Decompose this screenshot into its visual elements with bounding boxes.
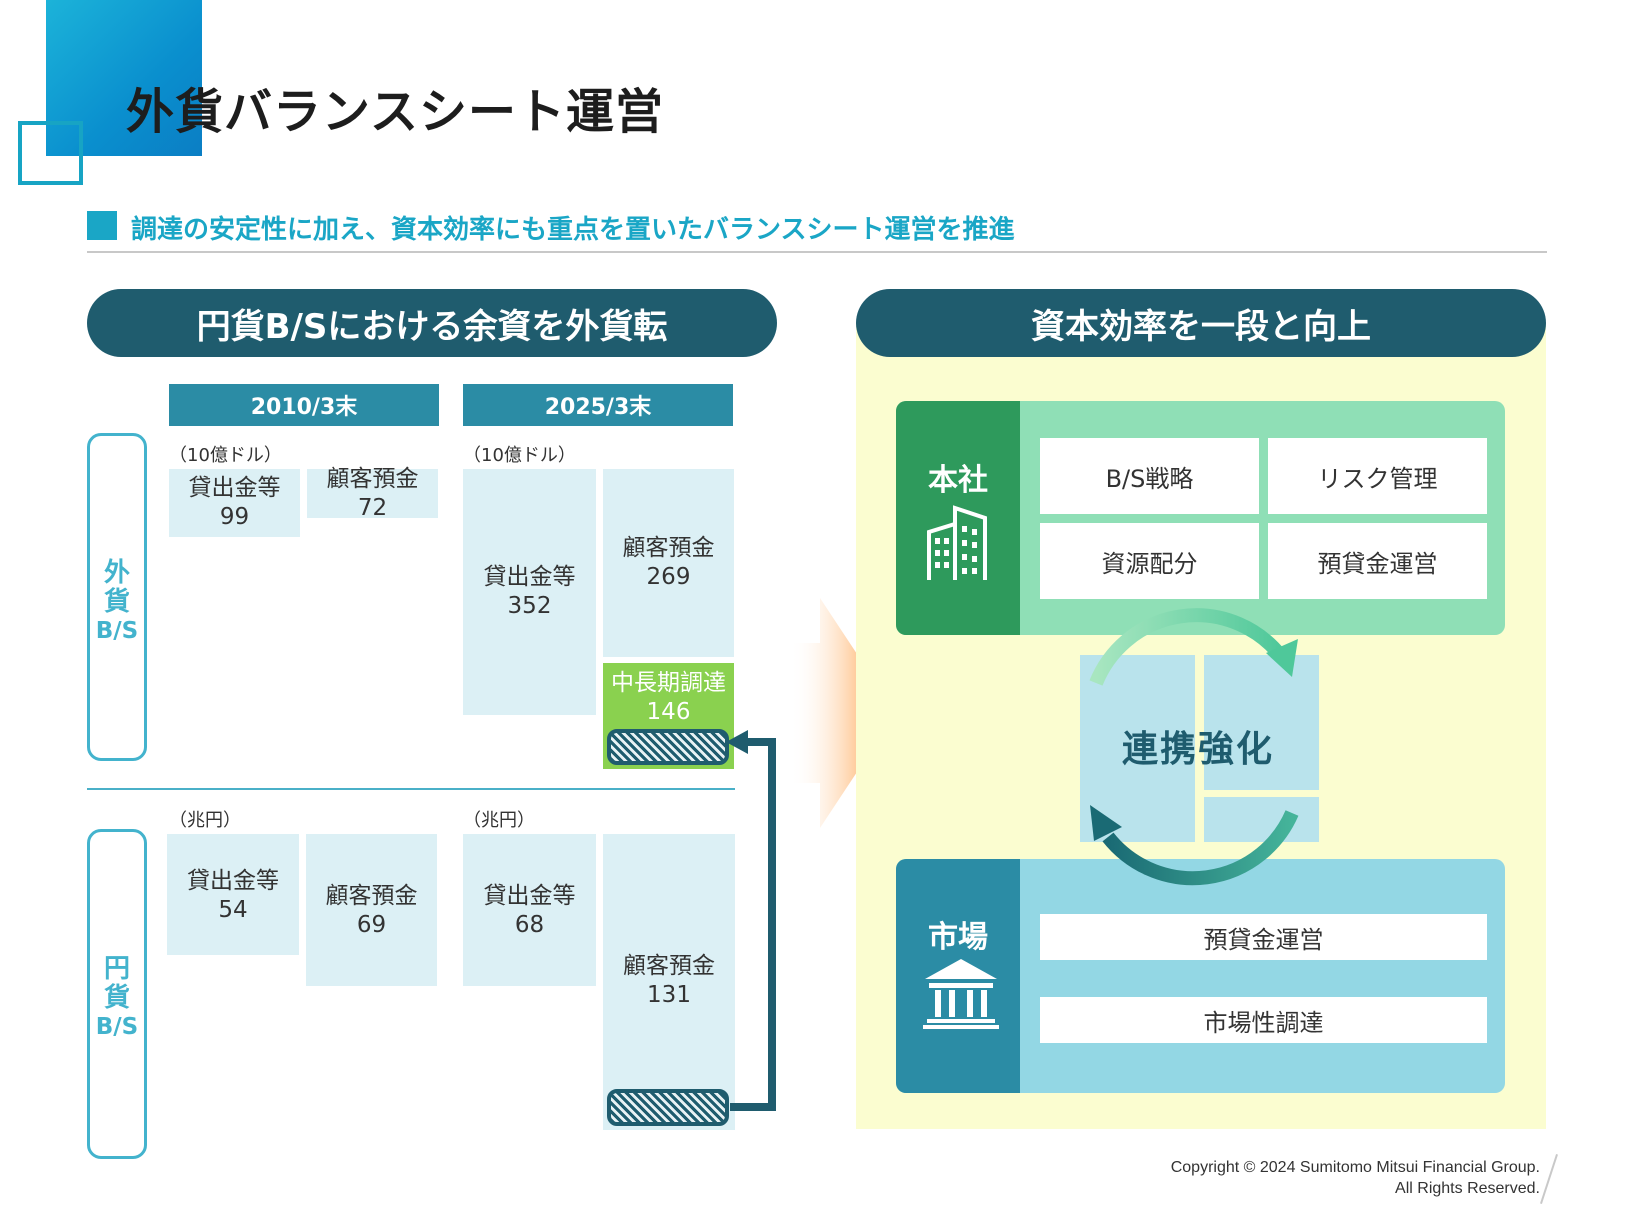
- jpy-2010-deposits-label: 顧客預金: [325, 883, 418, 909]
- jpy-2010-loans-label: 貸出金等: [187, 868, 279, 894]
- hq-side: [896, 401, 1020, 635]
- fx-2025-loans-label: 貸出金等: [483, 564, 576, 590]
- fx-2025-deposits-value: 269: [646, 564, 691, 590]
- link-square-br: [1204, 797, 1319, 842]
- fx-bs-side-label: 外 貨 B/S: [95, 558, 139, 645]
- subtitle-divider: [87, 251, 1547, 253]
- link-square-tl: [1080, 655, 1195, 842]
- fx-jpy-divider: [87, 788, 735, 790]
- fx-2025-loans-box: 貸出金等 352: [463, 469, 596, 715]
- fx-2010-deposits-label: 顧客預金: [326, 465, 419, 492]
- hq-cell-risk-management: リスク管理: [1268, 438, 1487, 514]
- hq-cell-loan-deposit-management: 預貸金運営: [1268, 523, 1487, 599]
- jpy-2010-loans-value: 54: [218, 897, 248, 923]
- fx-unit-2025: （10億ドル）: [463, 445, 576, 466]
- jpy-2025-deposits-value: 131: [647, 982, 691, 1008]
- hq-cell-bs-strategy: B/S戦略: [1040, 438, 1259, 514]
- jpy-2025-deposits-box: 顧客預金 131: [603, 834, 735, 1130]
- fx-2010-deposits-box: 顧客預金 72: [307, 466, 438, 521]
- subtitle-marker: [87, 211, 117, 240]
- copyright-line-2: All Rights Reserved.: [1395, 1180, 1540, 1197]
- jpy-surplus-funds-hatch: [607, 1089, 729, 1126]
- hq-cell-resource-allocation: 資源配分: [1040, 523, 1259, 599]
- jpy-unit-2025: （兆円）: [463, 810, 535, 831]
- jpy-2025-loans-label: 貸出金等: [483, 883, 576, 909]
- office-building-icon: [927, 505, 987, 580]
- bank-building-icon: [923, 959, 999, 1029]
- fx-2025-deposits-box: 顧客預金 269: [603, 469, 734, 657]
- jpy-2025-loans-box: 貸出金等 68: [463, 834, 596, 986]
- fx-2010-loans-value: 99: [219, 504, 250, 530]
- fx-2010-loans-box: 貸出金等 99: [169, 469, 300, 537]
- market-cell-loan-deposit-management: 預貸金運営: [1040, 914, 1487, 960]
- jpy-2025-loans-value: 68: [514, 912, 545, 938]
- page-subtitle: 調達の安定性に加え、資本効率にも重点を置いたバランスシート運営を推進: [131, 215, 1015, 245]
- page-title: 外貨バランスシート運営: [126, 84, 665, 140]
- link-strengthening-label: 連携強化: [1121, 729, 1274, 770]
- jpy-2010-deposits-value: 69: [356, 912, 387, 938]
- header-decoration-outline: [18, 121, 83, 185]
- link-square-tr: [1204, 655, 1319, 790]
- copyright-notice: Copyright © 2024 Sumitomo Mitsui Financi…: [1171, 1157, 1540, 1199]
- jpy-2010-deposits-box: 顧客預金 69: [306, 834, 437, 986]
- jpy-2025-deposits-label: 顧客預金: [623, 953, 715, 979]
- panel-transition-arrow: [790, 598, 896, 828]
- jpy-bs-side-frame: [87, 829, 147, 1159]
- year-header-2025: 2025/3末: [463, 384, 733, 426]
- market-label: 市場: [928, 920, 988, 955]
- fx-bs-side-frame: [87, 433, 147, 761]
- copyright-line-1: Copyright © 2024 Sumitomo Mitsui Financi…: [1170, 1159, 1540, 1176]
- transfer-arrow: [726, 730, 776, 1111]
- fx-2025-loans-value: 352: [507, 593, 552, 619]
- hq-label: 本社: [928, 463, 988, 498]
- market-cell-market-funding: 市場性調達: [1040, 997, 1487, 1043]
- fx-2025-deposits-label: 顧客預金: [622, 535, 715, 561]
- header-decoration-square: [46, 0, 202, 156]
- fx-2010-deposits-value: 72: [357, 494, 388, 521]
- fx-2025-funding-label: 中長期調達: [611, 670, 726, 696]
- jpy-unit-2010: （兆円）: [169, 810, 241, 831]
- year-header-2010: 2010/3末: [169, 384, 439, 426]
- left-panel-title: 円貨B/Sにおける余資を外貨転: [87, 289, 777, 357]
- footer-slash-decoration: [1540, 1153, 1558, 1205]
- jpy-2010-loans-box: 貸出金等 54: [167, 834, 299, 955]
- jpy-bs-side-label: 円 貨 B/S: [95, 954, 139, 1041]
- fx-2025-funding-value: 146: [646, 699, 691, 725]
- fx-unit-2010: （10億ドル）: [169, 445, 282, 466]
- fx-2010-loans-label: 貸出金等: [188, 475, 281, 501]
- fx-transferred-funds-hatch: [607, 729, 729, 765]
- right-panel-title: 資本効率を一段と向上: [856, 289, 1546, 357]
- cycle-arrows: [1089, 608, 1299, 886]
